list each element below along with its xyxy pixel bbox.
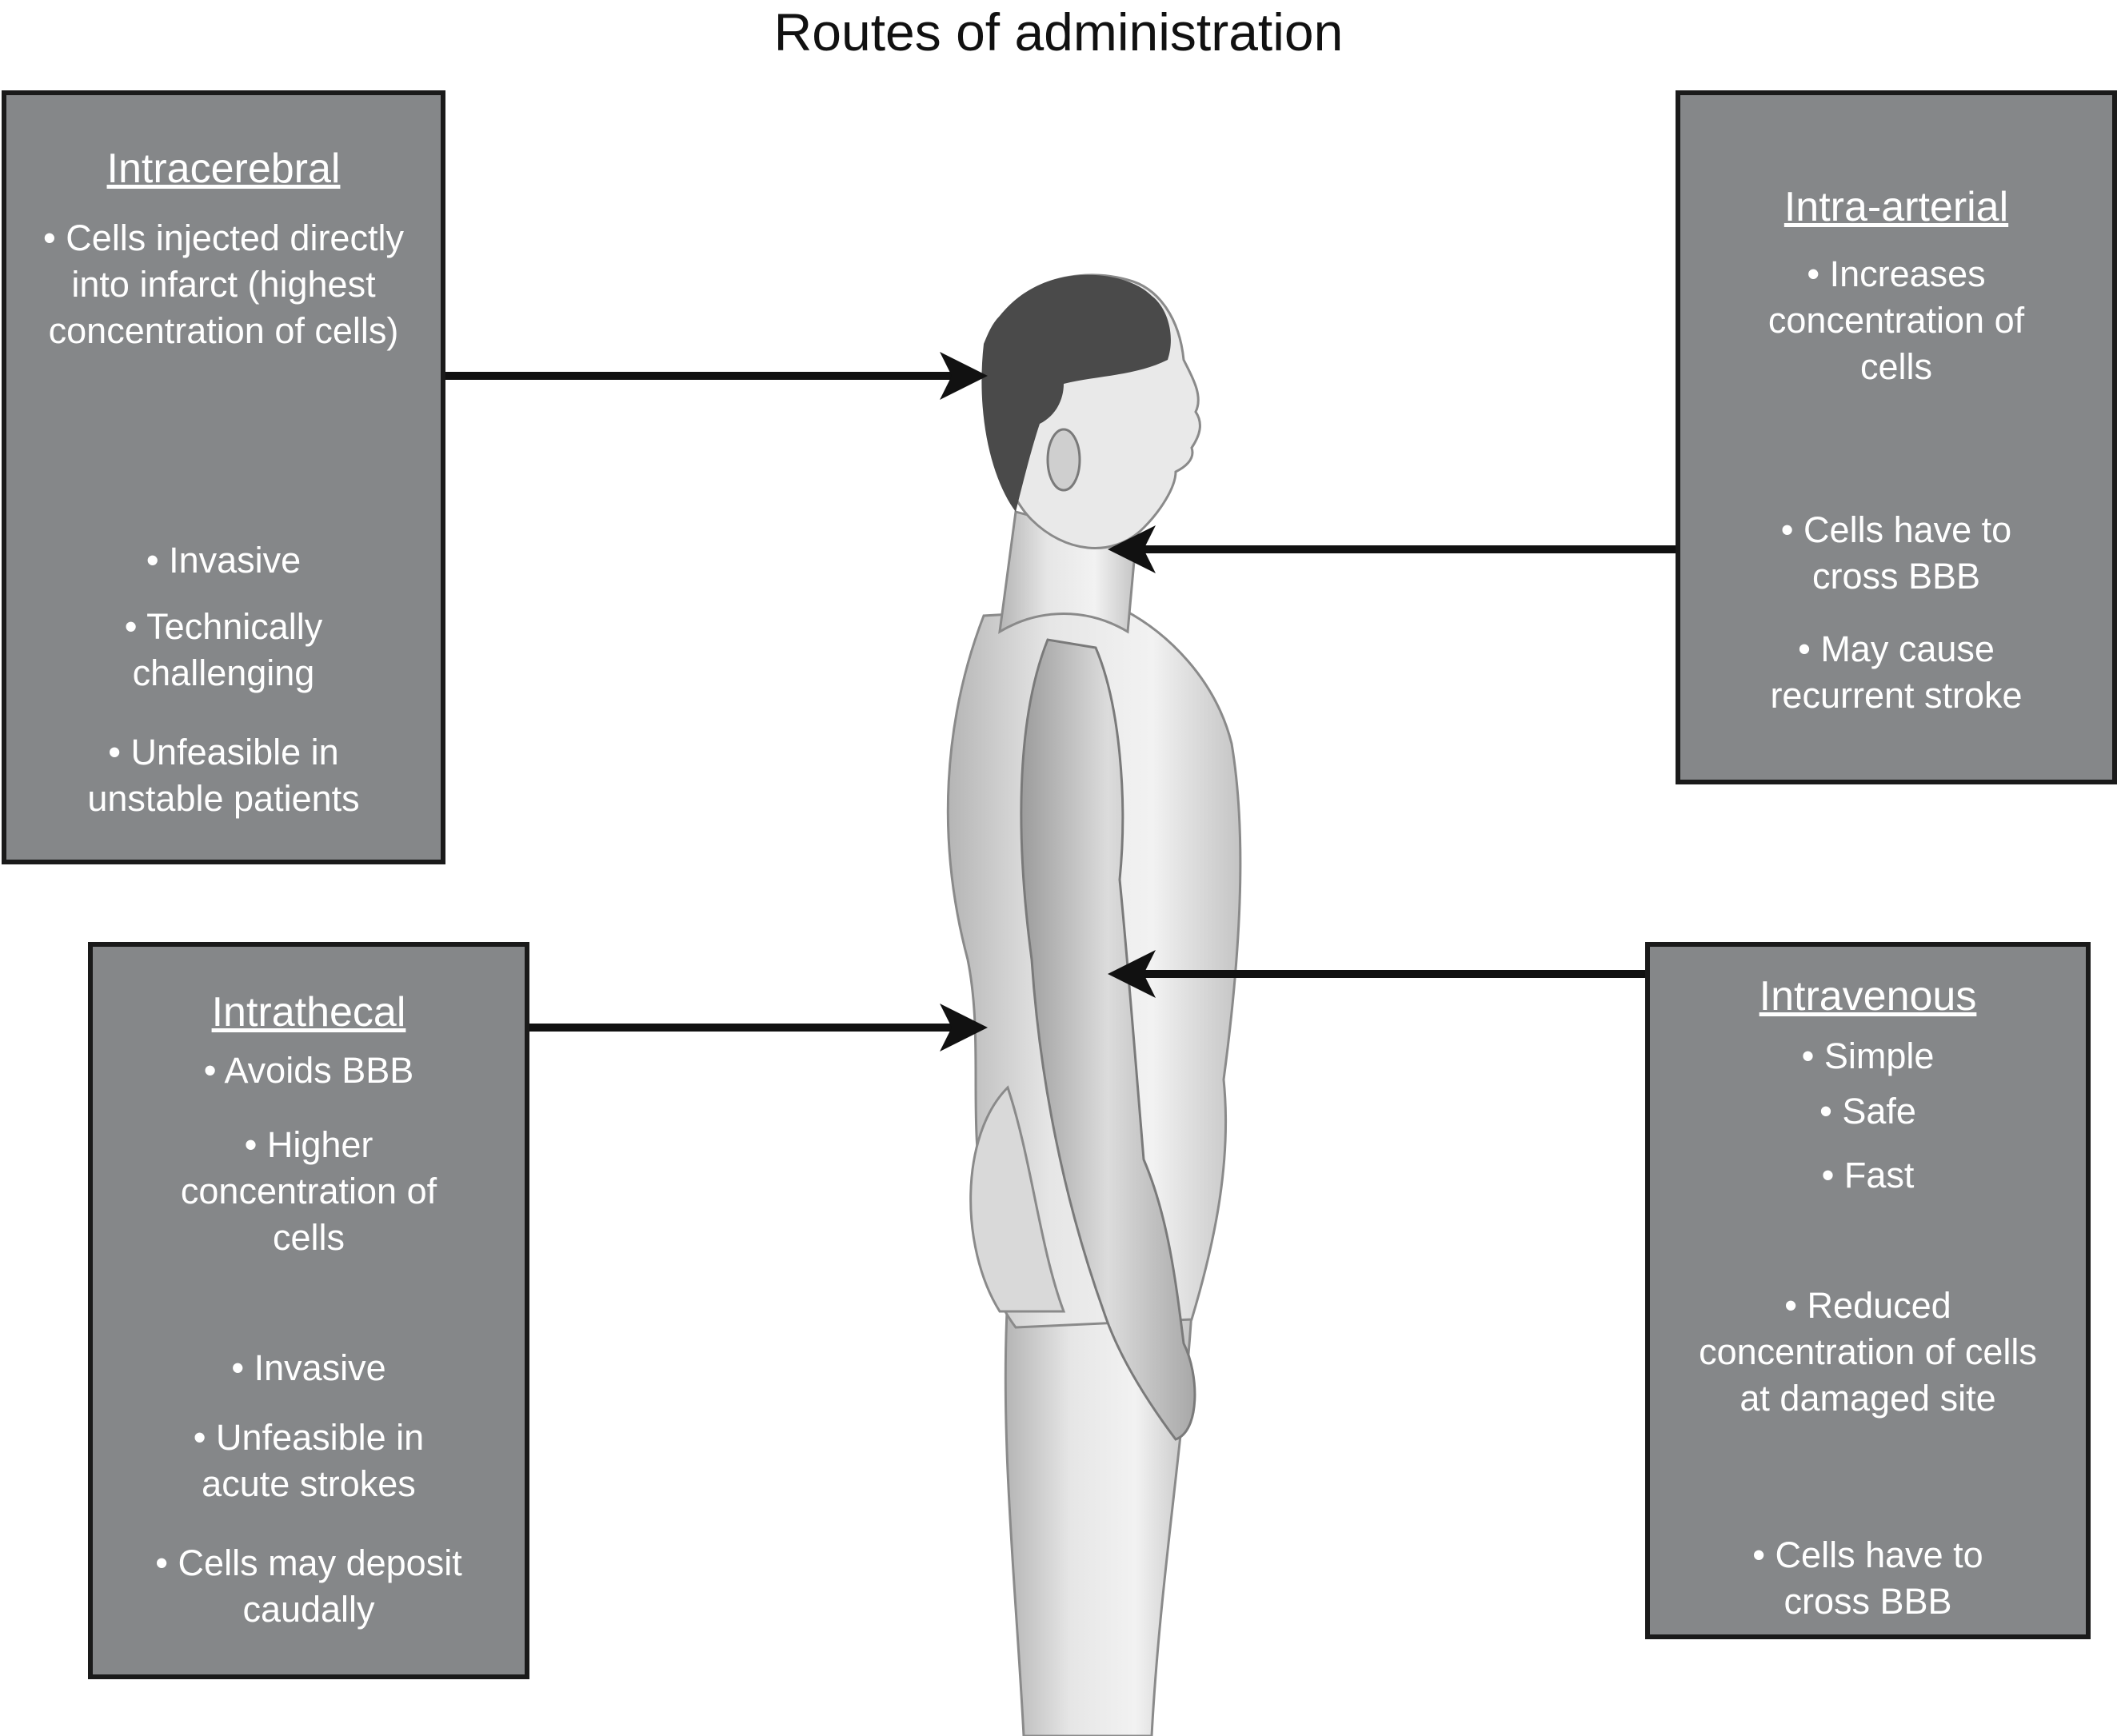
intrathecal-item: • Unfeasible in acute strokes (193, 1417, 425, 1504)
intravenous-heading: Intravenous (1759, 973, 1977, 1020)
intracerebral-item: • Invasive (146, 540, 302, 581)
intracerebral-item: • Cells injected directly into infarct (… (43, 217, 404, 351)
intrathecal-item: • Invasive (231, 1347, 386, 1388)
intravenous-item: • Cells have to cross BBB (1752, 1534, 1983, 1622)
intra-arterial-item: • May cause recurrent stroke (1770, 629, 2023, 716)
intravenous-item: • Safe (1819, 1091, 1916, 1131)
intracerebral-box: Intracerebral • Cells injected directly … (2, 90, 445, 864)
intra-arterial-heading: Intra-arterial (1783, 184, 2009, 230)
intra-arterial-item: • Cells have to cross BBB (1780, 509, 2012, 597)
intrathecal-heading: Intrathecal (211, 989, 406, 1036)
diagram-title: Routes of administration (773, 2, 1344, 62)
intravenous-item: • Fast (1821, 1155, 1915, 1195)
intrathecal-item: • Cells may deposit caudally (155, 1542, 462, 1630)
intravenous-box: Intravenous • Simple • Safe • Fast • Red… (1645, 942, 2091, 1639)
intracerebral-heading: Intracerebral (106, 146, 341, 192)
intracerebral-item: • Technically challenging (124, 606, 323, 693)
intracerebral-item: • Unfeasible in unstable patients (87, 732, 360, 819)
intrathecal-item: • Avoids BBB (203, 1050, 414, 1091)
intravenous-item: • Reduced concentration of cells at dama… (1699, 1285, 2037, 1419)
human-body-side-view-icon (946, 273, 1242, 1736)
intrathecal-item: • Higher concentration of cells (180, 1124, 437, 1258)
intravenous-item: • Simple (1801, 1036, 1935, 1076)
intra-arterial-item: • Increases concentration of cells (1767, 253, 2025, 387)
intrathecal-box: Intrathecal • Avoids BBB • Higher concen… (88, 942, 529, 1679)
intra-arterial-box: Intra-arterial • Increases concentration… (1676, 90, 2117, 784)
